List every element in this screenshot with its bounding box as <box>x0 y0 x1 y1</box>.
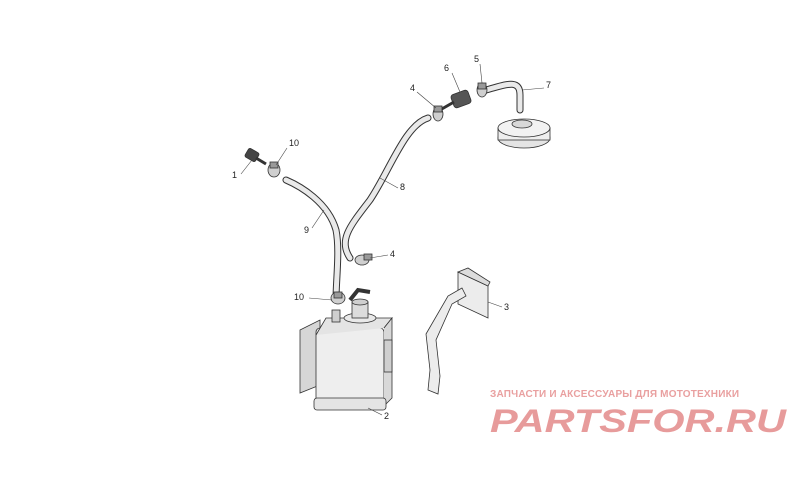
watermark-tagline: ЗАПЧАСТИ И АКСЕССУАРЫ ДЛЯ МОТОТЕХНИКИ <box>490 389 740 400</box>
callout-3: 3 <box>504 302 509 312</box>
watermark-brand: PARTSFOR.RU <box>490 404 787 438</box>
callout-7: 7 <box>546 80 551 90</box>
callout-8: 8 <box>400 182 405 192</box>
fitting-part-1 <box>244 148 267 166</box>
callout-4-lower: 4 <box>390 249 395 259</box>
callout-9: 9 <box>304 225 309 235</box>
callout-4-upper: 4 <box>410 83 415 93</box>
clamp-part-10-upper <box>267 161 281 178</box>
canister-part-2 <box>299 298 393 411</box>
callout-10-upper: 10 <box>289 138 299 148</box>
callout-10-lower: 10 <box>294 292 304 302</box>
valve-part-6 <box>439 89 472 112</box>
callout-2: 2 <box>384 411 389 421</box>
clamp-part-4-upper <box>432 105 444 122</box>
canister-elbow <box>348 287 371 302</box>
clamp-part-10-lower <box>330 291 346 305</box>
tank-cap <box>497 118 551 149</box>
callout-5: 5 <box>474 54 479 64</box>
clamp-part-5 <box>476 82 488 98</box>
hose-part-8 <box>341 114 432 262</box>
callout-1: 1 <box>232 170 237 180</box>
clamp-part-4-lower <box>354 253 373 266</box>
bracket-part-3 <box>425 267 491 395</box>
callout-6: 6 <box>444 63 449 73</box>
watermark-logo: PARTSFOR.RU <box>490 404 787 438</box>
